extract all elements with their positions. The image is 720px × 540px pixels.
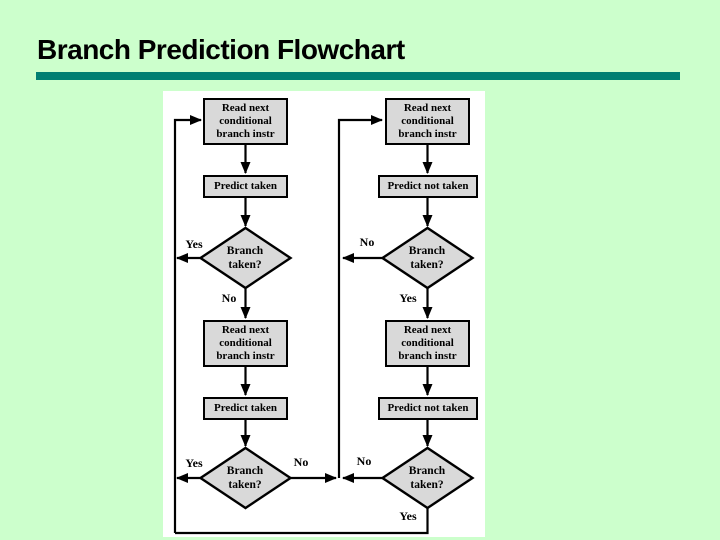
decision-text-right-2: Branch taken? — [408, 465, 446, 491]
decision-diamond-left-2 — [198, 446, 293, 510]
node-predict-taken-2: Predict taken — [203, 397, 288, 420]
decision-text-left-2: Branch taken? — [226, 465, 264, 491]
label-yes-left-decision-2: Yes — [185, 456, 203, 470]
label-yes-right-decision-1: Yes — [399, 291, 417, 305]
node-read-next-right-1: Read next conditional branch instr — [385, 98, 470, 145]
flowchart-connectors — [173, 115, 475, 535]
label-no-right-decision-2: No — [356, 454, 372, 468]
node-predict-taken-1: Predict taken — [203, 175, 288, 198]
label-no-left-decision-2: No — [293, 455, 309, 469]
decision-diamond-right-1 — [380, 226, 475, 290]
decision-diamond-right-2 — [380, 446, 475, 510]
page-title: Branch Prediction Flowchart — [37, 34, 405, 65]
decision-text-left-1: Branch taken? — [226, 245, 264, 271]
label-no-right-decision-1: No — [359, 235, 375, 249]
edge-left-loop-line — [173, 115, 202, 533]
decision-text-right-1: Branch taken? — [408, 245, 446, 271]
node-read-next-left-1: Read next conditional branch instr — [203, 98, 288, 145]
label-yes-right-decision-2: Yes — [399, 509, 417, 523]
title-underline-bar — [36, 72, 680, 80]
label-yes-left-decision-1: Yes — [185, 237, 203, 251]
edge-r-decision2-yes-bottom-wrap — [175, 508, 429, 535]
edge-middle-loop-line — [337, 115, 383, 478]
flowchart-panel: Read next conditional branch instr Predi… — [163, 91, 485, 537]
decision-diamond-left-1 — [198, 226, 293, 290]
node-read-next-right-2: Read next conditional branch instr — [385, 320, 470, 367]
node-read-next-left-2: Read next conditional branch instr — [203, 320, 288, 367]
node-predict-not-taken-2: Predict not taken — [378, 397, 478, 420]
label-no-left-decision-1: No — [221, 291, 237, 305]
node-predict-not-taken-1: Predict not taken — [378, 175, 478, 198]
